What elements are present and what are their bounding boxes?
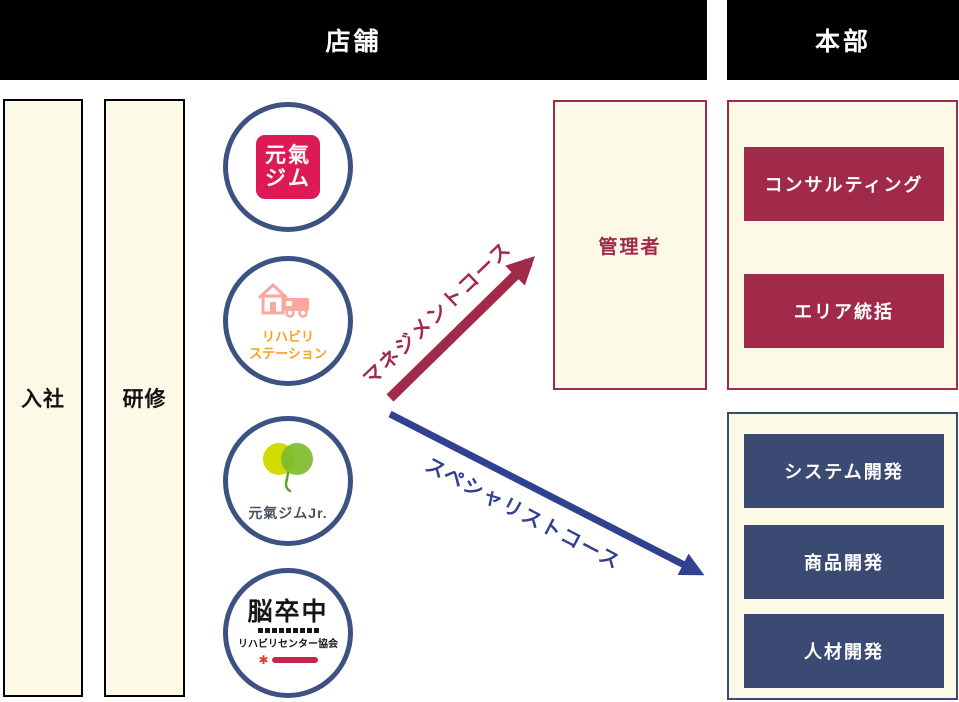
specialist-course-arrow xyxy=(388,410,705,576)
rehab-station-label-line2: ステーション xyxy=(249,345,327,361)
hq-specialist-panel: システム開発 商品開発 人材開発 xyxy=(727,412,958,700)
role-product-development: 商品開発 xyxy=(744,525,944,599)
rehab-station-label: リハビリ ステーション xyxy=(249,329,327,363)
genki-gym-logo-line2: ジム xyxy=(265,167,311,190)
step-training: 研修 xyxy=(104,99,185,697)
rehab-station-label-line1: リハビリ xyxy=(261,328,314,344)
role-hr-development: 人材開発 xyxy=(744,614,944,688)
header-stores: 店舗 xyxy=(0,0,707,80)
manager-label: 管理者 xyxy=(598,236,662,258)
specialist-course-label: スペシャリストコース xyxy=(421,454,625,575)
header-headquarters-label: 本部 xyxy=(814,28,871,56)
step-join-company: 入社 xyxy=(3,99,83,697)
stroke-center-title: 脳卒中 xyxy=(247,598,329,626)
store-stroke-rehab-center: 脳卒中 リハビリセンター協会 ✱ xyxy=(223,568,353,698)
genki-gym-logo-line1: 元氣 xyxy=(265,143,311,167)
stroke-center-subtitle: リハビリセンター協会 xyxy=(238,639,338,650)
house-and-truck-icon xyxy=(255,280,321,327)
brand-mark-bar xyxy=(271,657,318,663)
stroke-center-tagline-blocks xyxy=(257,628,319,633)
store-genki-gym: 元氣 ジム xyxy=(223,102,353,232)
twin-leaves-icon xyxy=(251,440,325,501)
red-star-mark-icon: ✱ xyxy=(258,653,269,667)
store-genki-gym-jr: 元氣ジムJr. xyxy=(223,416,353,546)
step-training-label: 研修 xyxy=(122,388,167,411)
header-headquarters: 本部 xyxy=(727,0,959,80)
management-course-label: マネジメントコース xyxy=(359,237,517,391)
genki-gym-jr-label: 元氣ジムJr. xyxy=(248,504,328,521)
store-rehab-station: リハビリ ステーション xyxy=(223,256,353,386)
header-stores-label: 店舗 xyxy=(325,28,382,56)
stroke-center-brand-mark: ✱ xyxy=(258,653,318,667)
genki-gym-logo: 元氣 ジム xyxy=(256,135,320,199)
manager-box: 管理者 xyxy=(553,100,707,390)
hq-management-panel: コンサルティング エリア統括 xyxy=(727,100,958,390)
role-consulting: コンサルティング xyxy=(744,147,944,221)
role-area-management: エリア統括 xyxy=(744,274,944,348)
step-join-label: 入社 xyxy=(21,388,65,411)
role-system-development: システム開発 xyxy=(744,434,944,508)
